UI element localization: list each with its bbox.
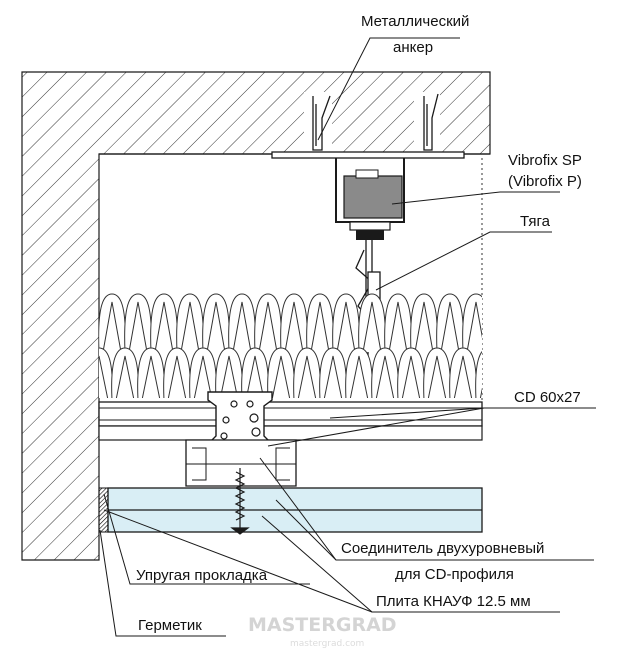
label-knauf-board: Плита КНАУФ 12.5 мм (376, 593, 531, 610)
insulation-fiber-line (388, 301, 408, 353)
leader-lines (99, 37, 596, 637)
insulation-fiber-line (128, 301, 148, 353)
label-cd-profile: CD 60x27 (514, 389, 581, 406)
cd-profile (98, 401, 483, 441)
watermark: MASTERGRAD mastergrad.com (248, 614, 397, 649)
insulation-fiber-line (453, 355, 473, 398)
insulation-fiber-line (466, 301, 482, 353)
insulation-fiber-line (297, 355, 317, 398)
insulation-fiber-line (479, 387, 482, 398)
insulation-fiber-line (99, 355, 109, 398)
insulation-fiber-line (141, 355, 161, 398)
label-connector-1: Соединитель двухуровневый (341, 540, 544, 557)
insulation-fiber-line (193, 355, 213, 398)
insulation-fiber-loop (475, 351, 482, 398)
label-rod: Тяга (520, 213, 551, 230)
insulation-fiber-line (167, 355, 187, 398)
insulation-fiber-line (323, 355, 343, 398)
insulation-fiber-line (102, 301, 122, 353)
two-level-connector (185, 391, 297, 487)
insulation-fiber-line (414, 301, 434, 353)
insulation-fiber-line (349, 355, 369, 398)
insulation-fiber-line (232, 301, 252, 353)
label-vibrofix-1: Vibrofix SP (508, 152, 582, 169)
screw (230, 468, 250, 535)
insulation-fiber-line (375, 355, 395, 398)
insulation-fiber-line (427, 355, 447, 398)
insulation-fiber-line (180, 301, 200, 353)
insulation-fiber-line (219, 355, 239, 398)
label-vibrofix-2: (Vibrofix P) (508, 173, 582, 190)
insulation-fiber-line (493, 302, 511, 352)
knauf-board (107, 487, 483, 533)
watermark-url: mastergrad.com (290, 639, 364, 649)
insulation-fiber-line (310, 301, 330, 353)
insulation-fiber-line (271, 355, 291, 398)
label-sealant: Герметик (138, 617, 202, 634)
insulation-fiber-line (336, 301, 356, 353)
insulation-fiber-line (258, 301, 278, 353)
insulation-fiber-loop (489, 294, 516, 352)
label-connector-2: для CD-профиля (395, 566, 514, 583)
insulation-fiber-line (206, 301, 226, 353)
label-metal-anchor-2: анкер (393, 39, 433, 56)
insulation-fiber-line (115, 355, 135, 398)
diagram-labels: Металлический анкер Vibrofix SP (Vibrofi… (136, 13, 582, 634)
insulation-fiber-line (440, 301, 460, 353)
insulation-fiber-line (362, 301, 382, 353)
insulation-fiber-line (284, 301, 304, 353)
watermark-brand: MASTERGRAD (248, 614, 397, 636)
label-elastic-gasket: Упругая прокладка (136, 567, 268, 584)
insulation-fiber-line (154, 301, 174, 353)
label-metal-anchor-1: Металлический (361, 13, 469, 30)
mineral-wool-insulation (99, 293, 516, 398)
vibrofix-mount (271, 151, 465, 240)
sealant-strip (98, 487, 109, 533)
insulation-fiber-line (401, 355, 421, 398)
insulation-fiber-line (245, 355, 265, 398)
